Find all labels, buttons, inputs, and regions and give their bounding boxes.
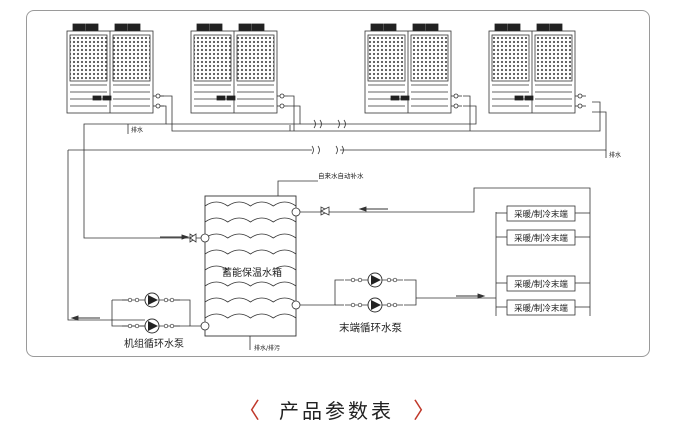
terminal-unit-box: 采暖/制冷末端 [496, 299, 590, 316]
terminal-unit-box: 采暖/制冷末端 [496, 205, 590, 222]
valves [189, 206, 330, 243]
storage-tank: 蓄能保温水箱 [200, 195, 301, 337]
flow-arrows [70, 206, 486, 321]
heat-pump-unit [488, 23, 586, 114]
pump-icon [345, 297, 403, 313]
tank-label: 蓄能保温水箱 [222, 266, 282, 279]
piping [67, 95, 607, 350]
pump-icon [122, 292, 180, 308]
terminal-unit-box: 采暖/制冷末端 [496, 229, 590, 246]
terminal-unit-label: 采暖/制冷末端 [514, 209, 568, 220]
right-chevron-icon: 〉 [413, 399, 436, 424]
pumps [122, 272, 403, 334]
heat-pump-unit [364, 23, 462, 114]
terminal-pump-label: 末端循环水泵 [339, 321, 402, 334]
section-title: 产品参数表 [279, 398, 394, 423]
left-chevron-icon: 〈 [237, 399, 260, 424]
terminal-unit-label: 采暖/制冷末端 [514, 279, 568, 290]
pump-icon [345, 272, 403, 288]
terminal-unit-label: 采暖/制冷末端 [514, 233, 568, 244]
terminal-unit-label: 采暖/制冷末端 [514, 303, 568, 314]
terminal-unit-box: 采暖/制冷末端 [496, 275, 590, 292]
section-heading: 〈 产品参数表 〉 [0, 393, 673, 425]
pump-icon [122, 318, 180, 334]
heat-pump-unit [66, 23, 164, 114]
unit-pump-label: 机组循环水泵 [124, 337, 184, 350]
drain-label-1: 排水 [131, 126, 143, 134]
pipe-break-marks [311, 119, 346, 155]
heat-pump-unit [190, 23, 288, 114]
drain-label-2: 排水 [609, 151, 621, 159]
drain-sewage-label: 排水/排污 [254, 344, 280, 352]
tap-water-label: 自来水自动补水 [318, 171, 364, 180]
